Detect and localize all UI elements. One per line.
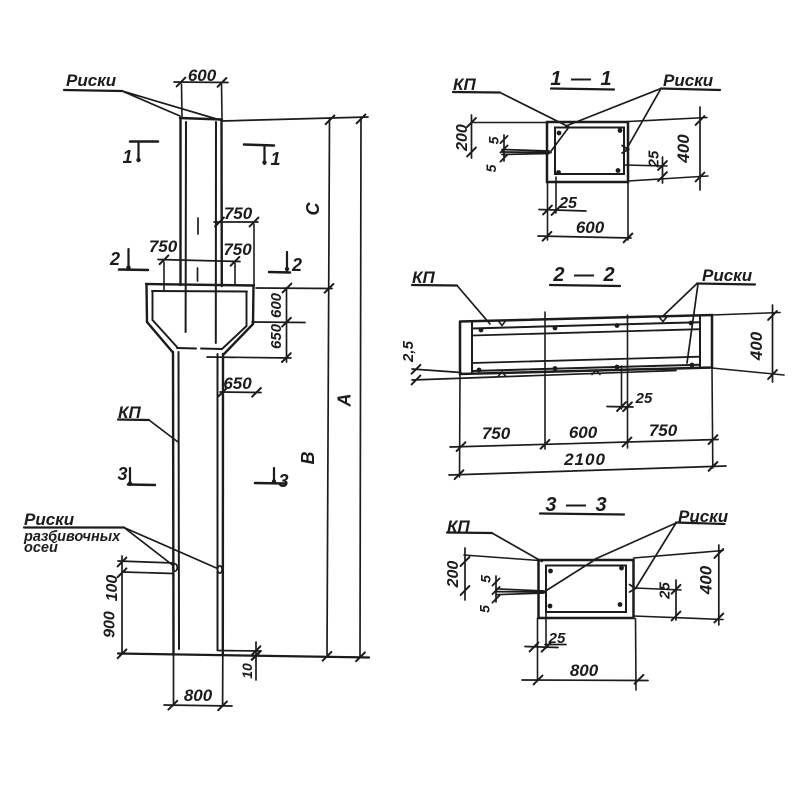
svg-text:КП: КП — [453, 75, 476, 94]
svg-text:3: 3 — [278, 471, 288, 491]
svg-text:КП: КП — [118, 403, 141, 422]
svg-text:750: 750 — [482, 424, 511, 443]
svg-text:5: 5 — [486, 136, 502, 144]
svg-text:600: 600 — [268, 292, 285, 318]
svg-text:2,5: 2,5 — [400, 340, 417, 363]
svg-text:5: 5 — [477, 605, 493, 613]
svg-text:осей: осей — [24, 540, 58, 556]
svg-text:800: 800 — [184, 686, 213, 705]
svg-text:В: В — [298, 452, 318, 465]
svg-text:Риски: Риски — [24, 510, 75, 529]
svg-text:25: 25 — [645, 150, 662, 168]
svg-text:400: 400 — [747, 331, 766, 361]
svg-text:КП: КП — [447, 517, 470, 536]
svg-text:разбивочных: разбивочных — [23, 529, 121, 545]
svg-text:400: 400 — [674, 134, 693, 164]
svg-text:750: 750 — [149, 237, 178, 256]
svg-text:650: 650 — [268, 323, 285, 349]
svg-text:3: 3 — [117, 464, 127, 484]
svg-text:25: 25 — [548, 630, 566, 647]
svg-text:750: 750 — [224, 204, 253, 223]
svg-text:С: С — [303, 202, 323, 216]
svg-text:600: 600 — [188, 66, 217, 85]
svg-text:5: 5 — [478, 575, 494, 583]
svg-text:750: 750 — [649, 421, 678, 440]
svg-text:25: 25 — [656, 582, 673, 600]
svg-text:1: 1 — [270, 149, 280, 169]
svg-text:Риски: Риски — [66, 71, 117, 90]
svg-text:5: 5 — [483, 164, 499, 172]
svg-text:25: 25 — [558, 195, 578, 212]
svg-text:10: 10 — [239, 663, 255, 679]
svg-text:Риски: Риски — [702, 266, 753, 285]
svg-text:Риски: Риски — [663, 71, 714, 90]
svg-text:100: 100 — [104, 575, 121, 602]
svg-text:Риски: Риски — [678, 507, 729, 526]
svg-text:750: 750 — [223, 240, 252, 259]
svg-text:900: 900 — [102, 611, 119, 638]
svg-text:2100: 2100 — [563, 450, 606, 469]
svg-text:800: 800 — [570, 661, 599, 680]
svg-text:200: 200 — [445, 561, 462, 589]
svg-text:1: 1 — [122, 147, 132, 167]
svg-text:600: 600 — [569, 423, 598, 442]
svg-text:2: 2 — [291, 255, 302, 275]
svg-text:КП: КП — [412, 268, 435, 287]
svg-text:200: 200 — [454, 124, 471, 152]
svg-text:1 — 1: 1 — 1 — [550, 68, 613, 90]
svg-text:2: 2 — [109, 249, 120, 269]
svg-text:3 — 3: 3 — 3 — [545, 494, 608, 516]
svg-text:650: 650 — [223, 374, 252, 393]
svg-text:А: А — [334, 394, 354, 408]
svg-text:25: 25 — [635, 390, 653, 407]
svg-text:400: 400 — [696, 565, 715, 595]
svg-text:2 — 2: 2 — 2 — [552, 264, 616, 286]
svg-text:600: 600 — [576, 218, 605, 237]
